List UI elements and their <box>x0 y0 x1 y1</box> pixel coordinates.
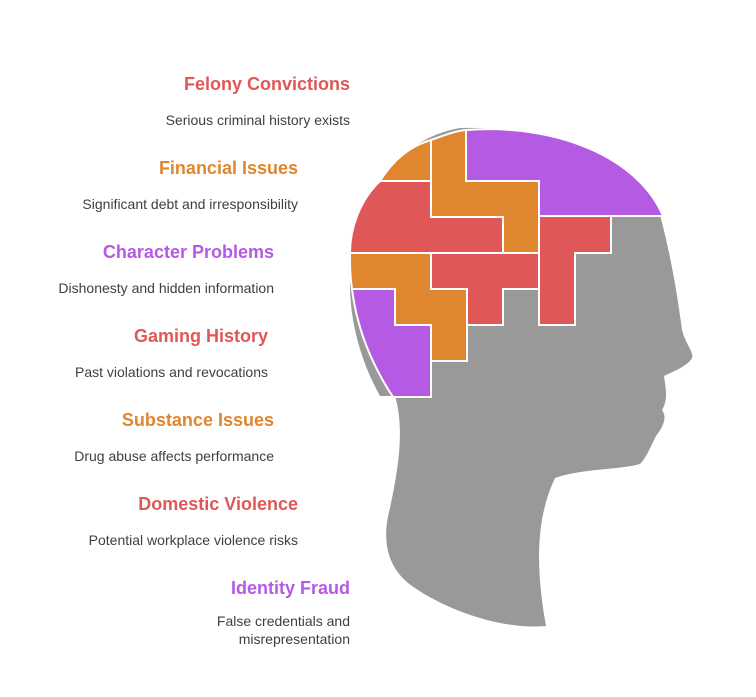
item-title: Domestic Violence <box>138 494 298 514</box>
item-description: Potential workplace violence risks <box>88 532 298 548</box>
item-description-line2: misrepresentation <box>238 631 350 647</box>
puzzle-piece-purple-bottom <box>350 288 432 398</box>
item-title: Financial Issues <box>158 158 298 178</box>
item-description: False credentials and <box>216 613 350 629</box>
puzzle-piece-red-right <box>538 215 612 326</box>
item-description: Significant debt and irresponsibility <box>82 196 298 212</box>
item-title: Identity Fraud <box>230 578 350 598</box>
item-description: Serious criminal history exists <box>165 112 350 128</box>
item-description: Past violations and revocations <box>75 364 268 380</box>
item-title: Substance Issues <box>121 410 274 430</box>
item-description: Drug abuse affects performance <box>74 448 274 464</box>
item-title: Character Problems <box>102 242 274 262</box>
item-title: Felony Convictions <box>183 74 350 94</box>
puzzle-piece-orange-small <box>378 138 432 182</box>
puzzle-piece-red-left <box>348 180 504 254</box>
item-description: Dishonesty and hidden information <box>58 280 274 296</box>
puzzle-piece-purple-top <box>465 128 665 217</box>
item-title: Gaming History <box>133 326 268 346</box>
